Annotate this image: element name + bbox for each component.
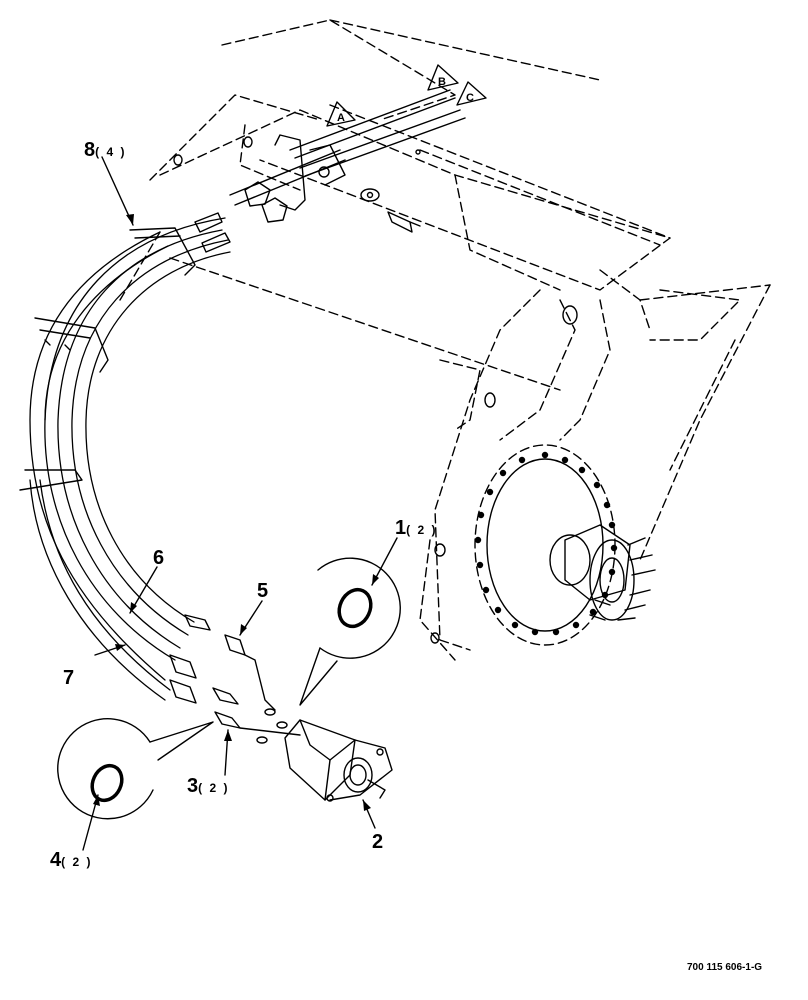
upper-hose-fittings: [194, 181, 288, 253]
detail-circle-1: [299, 557, 401, 706]
frame-holes: [173, 136, 578, 644]
connector-label-b: B: [438, 76, 446, 88]
connector-triangle-a: A: [326, 101, 356, 127]
detail-circle-4: [57, 718, 214, 820]
connector-label-c: C: [466, 92, 474, 104]
hose-clamps: [19, 227, 196, 491]
callout-7: 7: [63, 668, 74, 688]
leader-lines: [82, 156, 398, 851]
callout-6-number: 6: [153, 547, 165, 569]
hydraulic-tubes: [229, 89, 466, 206]
figure-id: 700 115 606-1-G: [687, 962, 763, 973]
callout-1-number: 1: [395, 517, 407, 539]
hose-bundle: [29, 217, 231, 701]
hydraulic-motor: [284, 719, 393, 802]
bolt-and-washer: [360, 188, 421, 233]
frame-phantom-lines: [119, 19, 771, 661]
callout-3-number: 3: [187, 775, 199, 797]
callout-6: 6: [153, 548, 164, 568]
callout-8: 8( 4 ): [84, 140, 126, 160]
leader-arrowheads: [93, 214, 379, 811]
callout-2: 2: [372, 832, 383, 852]
lower-hose-fittings: [169, 614, 301, 744]
callout-2-number: 2: [372, 831, 384, 853]
callout-5: 5: [257, 581, 268, 601]
callout-7-number: 7: [63, 667, 75, 689]
callout-1-qty: ( 2 ): [406, 523, 438, 537]
hub-bolt-holes: [474, 451, 618, 636]
callout-4-qty: ( 2 ): [61, 855, 93, 869]
callout-8-number: 8: [84, 139, 96, 161]
connector-label-a: A: [337, 112, 345, 124]
callout-5-number: 5: [257, 580, 269, 602]
tube-bracket: [274, 134, 346, 211]
callout-4: 4( 2 ): [50, 850, 92, 870]
callout-4-number: 4: [50, 849, 62, 871]
connector-triangle-b: B: [427, 64, 459, 91]
callout-3-qty: ( 2 ): [198, 781, 230, 795]
connector-triangle-c: C: [456, 81, 487, 106]
callout-3: 3( 2 ): [187, 776, 229, 796]
callout-1: 1( 2 ): [395, 518, 437, 538]
callout-8-qty: ( 4 ): [95, 145, 127, 159]
